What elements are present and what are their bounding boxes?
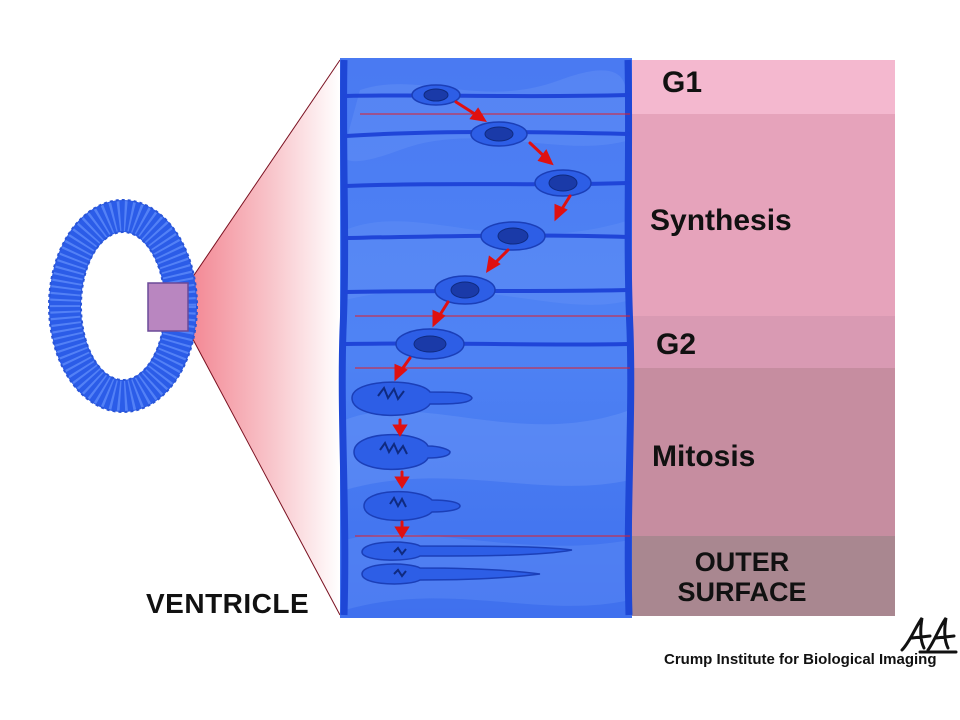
chromosomes	[377, 385, 408, 578]
progression-arrows	[392, 100, 572, 539]
outer-line-2: SURFACE	[677, 577, 807, 607]
cell-icon	[361, 563, 541, 585]
credit-text: Crump Institute for Biological Imaging	[664, 651, 937, 668]
band-mitosis	[630, 368, 895, 536]
sample-region-box	[147, 282, 189, 332]
phase-label-outer-surface: OUTER SURFACE	[652, 547, 832, 607]
arrow-icon	[394, 476, 410, 489]
arrow-icon	[392, 424, 408, 437]
phase-label-g1: G1	[662, 66, 703, 99]
band-g2	[630, 316, 895, 368]
ventricle-label: VENTRICLE	[146, 588, 310, 619]
arrow-icon	[537, 149, 554, 166]
zoom-line-bottom	[187, 329, 341, 616]
arrow-icon	[394, 363, 408, 382]
zoom-cone	[188, 60, 340, 615]
arrow-icon	[469, 107, 487, 123]
band-outer-surface	[630, 536, 895, 616]
arrow-icon	[394, 526, 410, 539]
band-synthesis	[630, 114, 895, 316]
band-g1	[630, 60, 895, 114]
phase-label-synthesis: Synthesis	[650, 204, 792, 237]
phase-bands	[630, 60, 895, 616]
cell-icon	[363, 490, 461, 522]
phase-label-mitosis: Mitosis	[652, 440, 756, 473]
signature-logo-icon	[900, 617, 958, 654]
arrow-icon	[432, 309, 446, 328]
outer-line-1: OUTER	[694, 547, 790, 577]
zoom-line-top	[187, 59, 341, 285]
cell-icon	[361, 541, 573, 561]
arrow-icon	[485, 255, 501, 273]
phase-label-g2: G2	[656, 328, 697, 361]
nuclei	[413, 88, 578, 353]
arrow-icon	[554, 203, 568, 222]
